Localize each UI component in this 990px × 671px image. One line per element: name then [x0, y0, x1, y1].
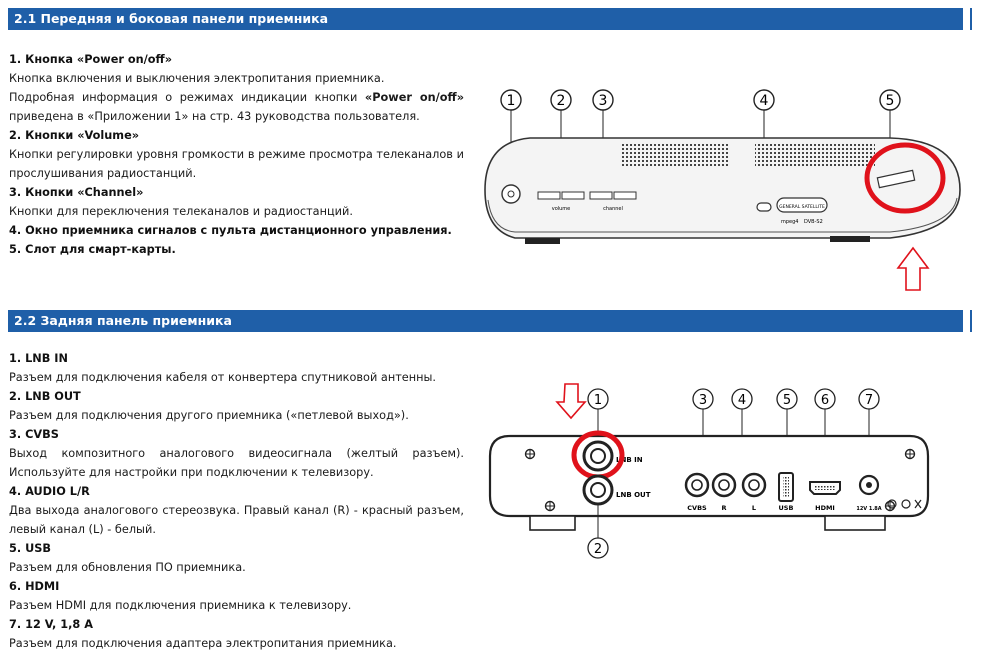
lnb-in-port: LNB IN [582, 440, 643, 472]
svg-text:3: 3 [699, 393, 707, 408]
ir-window [756, 202, 772, 212]
arrow-down-icon [555, 383, 587, 420]
svg-text:LNB OUT: LNB OUT [616, 491, 651, 499]
svg-text:5: 5 [886, 93, 895, 109]
dc-power-port: 12V 1.8A [856, 474, 882, 512]
item-paragraph: Кнопки для переключения телеканалов и ра… [9, 205, 353, 218]
item-heading: 4. AUDIO L/R [9, 485, 90, 498]
svg-text:GENERAL SATELLITE: GENERAL SATELLITE [779, 204, 825, 210]
callout-2: 2 [587, 504, 609, 559]
item-paragraph: Выход композитного аналогового видеосигн… [9, 447, 464, 479]
svg-text:2: 2 [594, 542, 602, 557]
audio-l-port: L [741, 472, 767, 512]
power-button [501, 184, 521, 204]
svg-text:1: 1 [507, 93, 516, 109]
svg-text:3: 3 [599, 93, 608, 109]
front-panel-description: 1. Кнопка «Power on/off» Кнопка включени… [9, 50, 464, 259]
item-heading: 3. CVBS [9, 428, 59, 441]
rear-panel-description: 1. LNB IN Разъем для подключения кабеля … [9, 349, 464, 653]
svg-text:CVBS: CVBS [687, 504, 707, 512]
item-heading: 4. Окно приемника сигналов с пульта дист… [9, 224, 452, 237]
item-heading: 3. Кнопки «Channel» [9, 186, 144, 199]
svg-text:5: 5 [783, 393, 791, 408]
smart-card-slot [876, 169, 916, 189]
item-heading: 1. LNB IN [9, 352, 68, 365]
svg-text:4: 4 [760, 93, 769, 109]
hdmi-port: HDMI [809, 481, 841, 512]
text-run-bold: «Power on/off» [364, 91, 464, 104]
svg-text:DVB-S2: DVB-S2 [804, 219, 823, 225]
cvbs-port: CVBS [684, 472, 710, 512]
svg-text:12V 1.8A: 12V 1.8A [856, 506, 881, 512]
item-heading: 2. LNB OUT [9, 390, 81, 403]
svg-text:1: 1 [594, 393, 602, 408]
section-title-front-panel: 2.1 Передняя и боковая панели приемника [8, 8, 963, 30]
item-paragraph: Разъем HDMI для подключения приемника к … [9, 599, 352, 612]
item-paragraph: Кнопка включения и выключения электропит… [9, 72, 385, 85]
rear-panel-diagram: 1 3 4 5 6 7 [488, 383, 930, 559]
svg-text:USB: USB [779, 504, 794, 512]
brand-logo: GENERAL SATELLITE mpeg4 DVB-S2 [776, 197, 828, 225]
svg-text:HDMI: HDMI [815, 504, 835, 512]
text-run: приведена в «Приложении 1» на стр. 43 ру… [9, 110, 420, 123]
item-heading: 2. Кнопки «Volume» [9, 129, 140, 142]
item-paragraph: Разъем для подключения кабеля от конверт… [9, 371, 437, 384]
front-panel-diagram: 1 2 3 4 5 [484, 89, 961, 291]
highlight-circle [864, 142, 946, 214]
item-paragraph: Разъем для обновления ПО приемника. [9, 561, 246, 574]
svg-text:L: L [752, 504, 756, 512]
arrow-up-icon [896, 246, 930, 291]
item-heading: 5. USB [9, 542, 52, 555]
svg-text:volume: volume [552, 206, 571, 212]
item-heading: 7. 12 V, 1,8 A [9, 618, 93, 631]
certification-icons [887, 499, 922, 509]
item-paragraph: Подробная информация о режимах индикации… [9, 88, 464, 126]
svg-text:mpeg4: mpeg4 [781, 219, 798, 225]
item-heading: 6. HDMI [9, 580, 60, 593]
svg-text:6: 6 [821, 393, 829, 408]
receiver-front-body [484, 137, 961, 244]
audio-r-port: R [711, 472, 737, 512]
text-run: Подробная информация о режимах индикации… [9, 91, 365, 104]
callout-3: 3 [592, 89, 614, 190]
svg-text:R: R [721, 504, 726, 512]
volume-buttons: volume [537, 191, 585, 212]
section-bar-edge [970, 8, 972, 30]
svg-text:LNB IN: LNB IN [616, 456, 643, 464]
usb-port: USB [778, 472, 794, 512]
svg-text:7: 7 [865, 393, 873, 408]
callout-1: 1 [587, 388, 609, 440]
channel-buttons: channel [589, 191, 637, 212]
svg-text:channel: channel [603, 206, 623, 212]
svg-text:2: 2 [557, 93, 566, 109]
item-paragraph: Два выхода аналогового стереозвука. Прав… [9, 504, 464, 536]
callout-4: 4 [753, 89, 775, 198]
item-paragraph: Кнопки регулировки уровня громкости в ре… [9, 148, 464, 180]
item-paragraph: Разъем для подключения другого приемника… [9, 409, 409, 422]
section-bar-edge [970, 310, 972, 332]
item-heading: 1. Кнопка «Power on/off» [9, 53, 172, 66]
item-paragraph: Разъем для подключения адаптера электроп… [9, 637, 397, 650]
svg-text:4: 4 [738, 393, 746, 408]
item-heading: 5. Слот для смарт-карты. [9, 243, 176, 256]
section-title-rear-panel: 2.2 Задняя панель приемника [8, 310, 963, 332]
